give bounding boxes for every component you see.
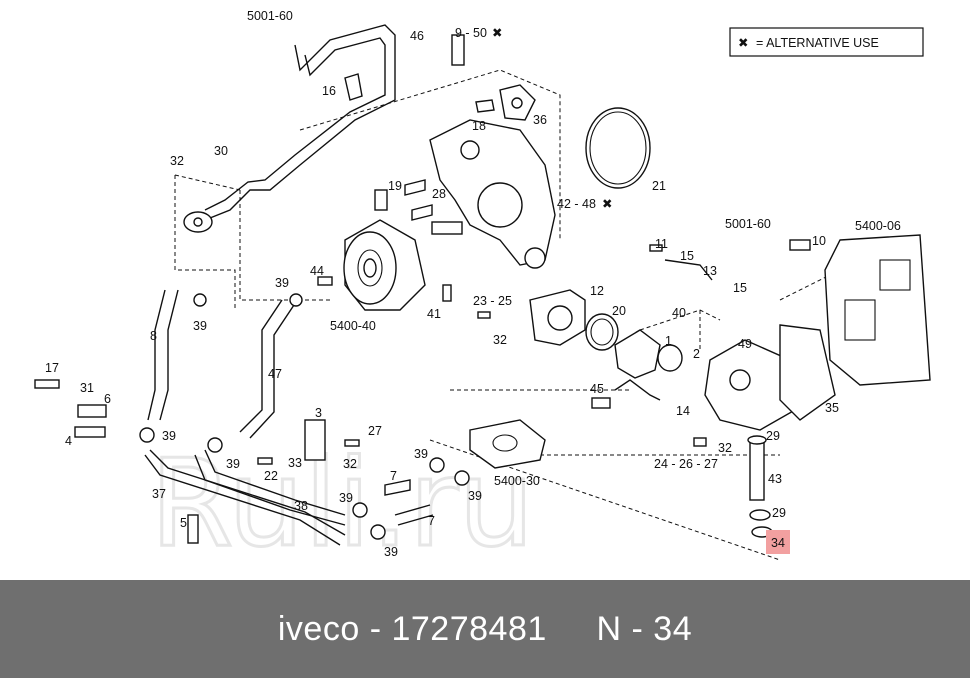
label-9-50: 9 - 50 <box>455 26 487 40</box>
label-15-a: 15 <box>680 249 694 263</box>
label-39-e: 39 <box>414 447 428 461</box>
highlight-part-34 <box>766 530 790 554</box>
small-hardware <box>34 239 811 544</box>
label-17: 17 <box>45 361 59 375</box>
legend-cross-icon: ✖ <box>738 36 748 50</box>
label-19: 19 <box>388 179 402 193</box>
label-6: 6 <box>104 392 111 406</box>
label-39-a: 39 <box>275 276 289 290</box>
label-2: 2 <box>693 347 700 361</box>
alternative-cross-icon: ✖ <box>492 26 502 40</box>
label-28: 28 <box>432 187 446 201</box>
water-pump-housing <box>429 34 556 269</box>
coolant-pipe-46 <box>183 24 396 233</box>
label-37: 37 <box>152 487 166 501</box>
label-5400-40: 5400-40 <box>330 319 376 333</box>
label-23-25: 23 - 25 <box>473 294 512 308</box>
legend-box: ✖ = ALTERNATIVE USE <box>729 27 924 57</box>
label-34: 34 <box>771 536 785 550</box>
label-4: 4 <box>65 434 72 448</box>
brand-name: iveco <box>277 609 360 648</box>
label-13: 13 <box>703 264 717 278</box>
label-39-c: 39 <box>162 429 176 443</box>
label-44: 44 <box>310 264 324 278</box>
label-46: 46 <box>410 29 424 43</box>
label-5400-06: 5400-06 <box>855 219 901 233</box>
label-5001-60-right: 5001-60 <box>725 217 771 231</box>
label-39-f: 39 <box>468 489 482 503</box>
seal-ring-21 <box>585 107 651 189</box>
label-39-h: 39 <box>384 545 398 559</box>
label-47: 47 <box>268 367 282 381</box>
label-22: 22 <box>264 469 278 483</box>
part-labels: 5001-60 46 9 - 50 ✖ 16 18 36 21 32 30 19… <box>45 9 901 559</box>
thermostat-housing <box>529 289 836 431</box>
label-14: 14 <box>676 404 690 418</box>
pipe-43 <box>747 435 773 538</box>
label-39-g: 39 <box>339 491 353 505</box>
label-42-48: 42 - 48 <box>557 197 596 211</box>
label-20: 20 <box>612 304 626 318</box>
label-5: 5 <box>180 516 187 530</box>
ref-prefix: N <box>596 609 622 648</box>
label-49: 49 <box>738 337 752 351</box>
label-43: 43 <box>768 472 782 486</box>
label-32-d: 32 <box>718 441 732 455</box>
label-15-b: 15 <box>733 281 747 295</box>
label-35: 35 <box>825 401 839 415</box>
pulley-hub-5400-40 <box>343 179 433 311</box>
label-18: 18 <box>472 119 486 133</box>
label-24-26-27: 24 - 26 - 27 <box>654 457 718 471</box>
legend-text: = ALTERNATIVE USE <box>756 36 879 50</box>
label-32-a: 32 <box>170 154 184 168</box>
label-7-b: 7 <box>428 514 435 528</box>
label-36: 36 <box>533 113 547 127</box>
separator-2: - <box>631 609 644 648</box>
label-21: 21 <box>652 179 666 193</box>
label-7-a: 7 <box>390 469 397 483</box>
watermark: Ruli.ru <box>150 435 534 574</box>
label-5400-30: 5400-30 <box>494 474 540 488</box>
label-32-b: 32 <box>493 333 507 347</box>
alternative-cross-icon-2: ✖ <box>602 197 612 211</box>
label-5001-60-top: 5001-60 <box>247 9 293 23</box>
oil-cooler-5400-30 <box>469 419 546 469</box>
separator: - <box>369 609 382 648</box>
label-16: 16 <box>322 84 336 98</box>
engine-block-5400-06 <box>824 234 931 386</box>
part-info-footer: iveco - 17278481 N - 34 <box>0 580 970 678</box>
label-29-b: 29 <box>772 506 786 520</box>
label-3: 3 <box>315 406 322 420</box>
exploded-parts-diagram: Ruli.ru ✖ = ALTERNATIVE USE <box>34 9 931 576</box>
label-41: 41 <box>427 307 441 321</box>
label-1: 1 <box>665 334 672 348</box>
label-29-a: 29 <box>766 429 780 443</box>
label-10: 10 <box>812 234 826 248</box>
label-32-c: 32 <box>343 457 357 471</box>
hoses-left <box>144 289 434 546</box>
part-number: 17278481 <box>391 609 547 648</box>
label-45: 45 <box>590 382 604 396</box>
label-40: 40 <box>672 306 686 320</box>
label-39-b: 39 <box>193 319 207 333</box>
label-39-d: 39 <box>226 457 240 471</box>
label-33: 33 <box>288 456 302 470</box>
label-31: 31 <box>80 381 94 395</box>
label-30: 30 <box>214 144 228 158</box>
label-27: 27 <box>368 424 382 438</box>
label-12: 12 <box>590 284 604 298</box>
label-11: 11 <box>655 237 668 251</box>
ref-number: 34 <box>653 609 693 648</box>
label-8: 8 <box>150 329 157 343</box>
label-38: 38 <box>294 499 308 513</box>
